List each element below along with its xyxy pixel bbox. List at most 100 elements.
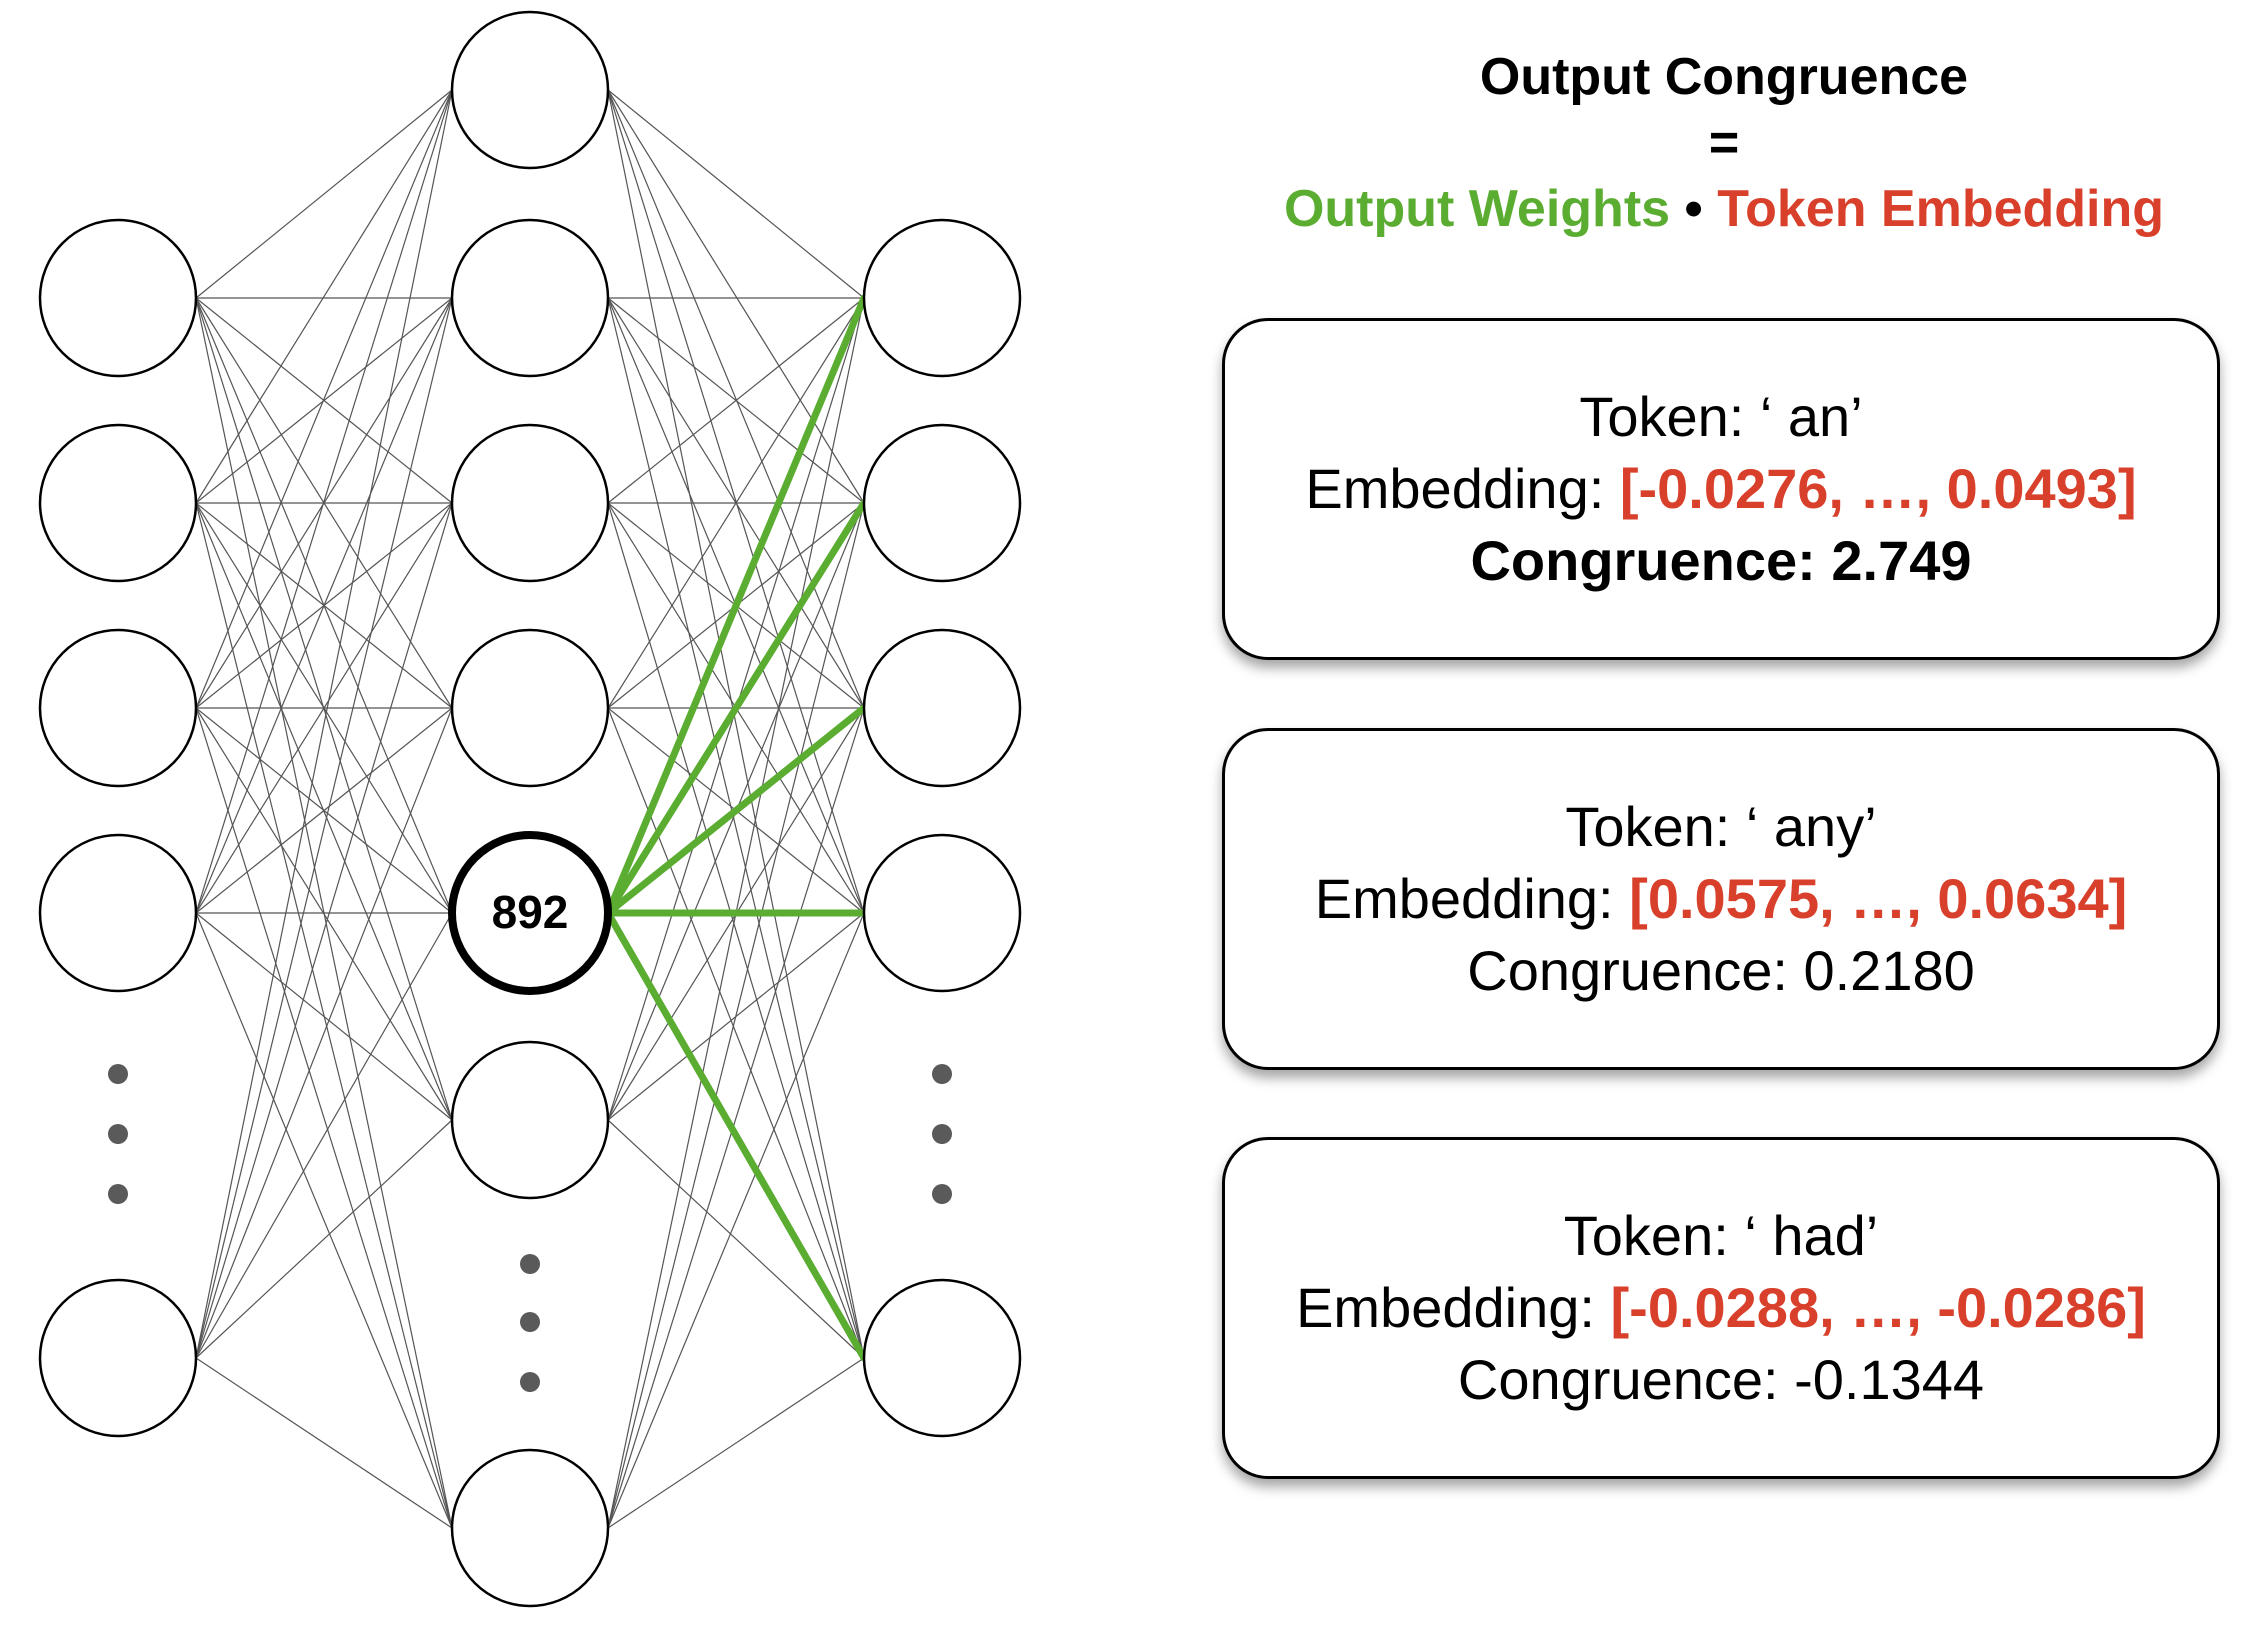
formula: Output Congruence = Output Weights • Tok… (1200, 44, 2248, 242)
input-hidden-edge (195, 1119, 453, 1359)
hidden-neuron (450, 1448, 610, 1608)
hidden-output-edge (607, 89, 865, 914)
output-weight-edge (604, 499, 868, 917)
embedding-line: Embedding: [-0.0276, …, 0.0493] (1305, 453, 2136, 525)
input-hidden-edge (195, 502, 453, 1529)
hidden-neuron (450, 1040, 610, 1200)
embedding-value: [0.0575, …, 0.0634] (1629, 867, 2128, 930)
congruence-value: 2.749 (1831, 529, 1972, 592)
embedding-prefix: Embedding: (1305, 457, 1620, 520)
input-neuron (38, 628, 198, 788)
embedding-line: Embedding: [-0.0288, …, -0.0286] (1296, 1272, 2146, 1344)
token-prefix: Token: (1563, 1204, 1745, 1267)
token-card-had: Token: ‘ had’ Embedding: [-0.0288, …, -0… (1222, 1137, 2220, 1479)
input-hidden-edge (195, 1357, 453, 1529)
input-neuron (38, 423, 198, 583)
congruence-prefix: Congruence: (1457, 1348, 1795, 1411)
input-hidden-edge (195, 912, 453, 1359)
formula-equals: = (1708, 114, 1740, 172)
input-hidden-edge (195, 707, 453, 914)
hidden-neuron (450, 10, 610, 170)
input-hidden-edge (195, 297, 453, 1359)
hidden-output-edge (607, 1119, 865, 1359)
congruence-value: -0.1344 (1794, 1348, 1985, 1411)
input-neuron (38, 218, 198, 378)
token-line: Token: ‘ an’ (1579, 381, 1862, 453)
input-hidden-edge (195, 502, 453, 1121)
hidden-output-edge (607, 89, 865, 1359)
input-hidden-edge (195, 89, 453, 709)
congruence-value: 0.2180 (1803, 939, 1975, 1002)
embedding-prefix: Embedding: (1314, 867, 1630, 930)
input-hidden-edge (195, 707, 453, 1121)
input-hidden-edge (195, 89, 453, 504)
input-neuron (38, 833, 198, 993)
token-value: ‘ any’ (1745, 795, 1877, 858)
output-neuron (862, 218, 1022, 378)
input-hidden-edge (195, 297, 453, 914)
input-hidden-edge (195, 912, 453, 1121)
formula-title: Output Congruence (1479, 48, 1969, 106)
input-hidden-edge (195, 707, 453, 1359)
token-line: Token: ‘ any’ (1565, 791, 1876, 863)
input-hidden-edge (195, 502, 453, 1359)
output-neuron (862, 1278, 1022, 1438)
neural-network-diagram: 892 (38, 10, 1022, 1608)
input-neuron (38, 1278, 198, 1438)
input-hidden-edge (195, 89, 453, 1359)
embedding-prefix: Embedding: (1296, 1276, 1611, 1339)
congruence-prefix: Congruence: (1467, 939, 1804, 1002)
output-neuron (862, 833, 1022, 993)
hidden-neuron (450, 628, 610, 788)
token-card-any: Token: ‘ any’ Embedding: [0.0575, …, 0.0… (1222, 728, 2220, 1070)
token-value: ‘ an’ (1759, 385, 1863, 448)
dot-operator: • (1684, 180, 1703, 238)
input-hidden-edge (195, 707, 453, 1529)
hidden-output-edge (607, 297, 865, 1359)
token-embedding-term: Token Embedding (1717, 180, 2165, 238)
output-weight-edge (604, 704, 868, 917)
embedding-value: [-0.0276, …, 0.0493] (1619, 457, 2137, 520)
embedding-value: [-0.0288, …, -0.0286] (1610, 1276, 2146, 1339)
output-neuron (862, 423, 1022, 583)
ellipsis-dot (932, 1124, 952, 1144)
output-neuron (862, 628, 1022, 788)
congruence-line: Congruence: 0.2180 (1467, 935, 1975, 1007)
ellipsis-dot (520, 1372, 540, 1392)
input-hidden-edge (195, 89, 453, 914)
congruence-line: Congruence: -0.1344 (1458, 1344, 1984, 1416)
input-hidden-edge (195, 89, 453, 299)
hidden-neuron (450, 423, 610, 583)
congruence-prefix: Congruence: (1470, 529, 1832, 592)
ellipsis-dot (108, 1184, 128, 1204)
neuron-nodes (38, 10, 1022, 1608)
highlighted-neuron-label: 892 (492, 886, 569, 938)
token-card-an: Token: ‘ an’ Embedding: [-0.0276, …, 0.0… (1222, 318, 2220, 660)
ellipsis-dot (932, 1184, 952, 1204)
output-weights-term: Output Weights (1283, 180, 1671, 238)
highlighted-neuron (448, 831, 612, 995)
hidden-output-edge (607, 502, 865, 1359)
hidden-output-edge (607, 1357, 865, 1529)
hidden-output-edge (607, 912, 865, 1529)
token-prefix: Token: (1579, 385, 1760, 448)
hidden-output-edge (607, 502, 865, 1529)
hidden-output-edge (607, 707, 865, 1529)
input-hidden-edge (195, 912, 453, 1529)
hidden-output-edge (607, 89, 865, 504)
hidden-neuron (450, 218, 610, 378)
ellipsis-dot (108, 1064, 128, 1084)
ellipsis-dot (932, 1064, 952, 1084)
input-hidden-edge (195, 502, 453, 914)
token-value: ‘ had’ (1744, 1204, 1879, 1267)
connection-lines (195, 89, 865, 1529)
hidden-output-edge (607, 297, 865, 709)
token-line: Token: ‘ had’ (1564, 1200, 1878, 1272)
ellipsis-dots (108, 1064, 952, 1392)
token-prefix: Token: (1565, 795, 1746, 858)
embedding-line: Embedding: [0.0575, …, 0.0634] (1315, 863, 2128, 935)
ellipsis-dot (520, 1254, 540, 1274)
output-weight-edge (604, 294, 868, 917)
congruence-line: Congruence: 2.749 (1470, 525, 1971, 597)
hidden-output-edge (607, 297, 865, 504)
